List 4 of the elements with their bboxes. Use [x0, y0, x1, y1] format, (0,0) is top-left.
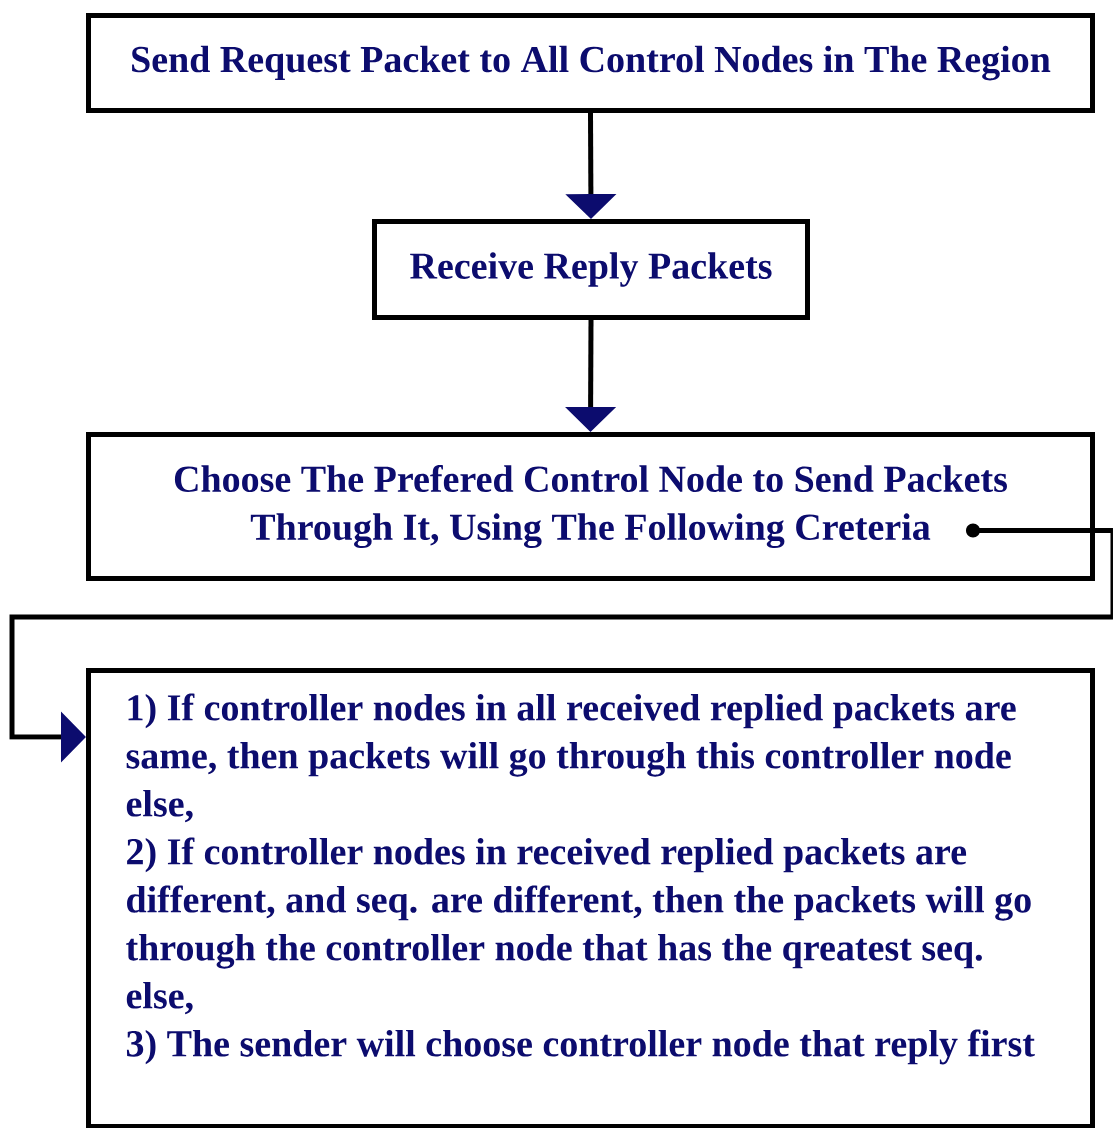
process-box: Receive Reply Packets [372, 219, 810, 320]
process-box: Send Request Packet to All Control Nodes in The Region [86, 13, 1095, 113]
process-box: Choose The Prefered Control Node to Send Packets Through It, Using The Following Creteria [86, 432, 1095, 581]
process-box: 1) If controller nodes in all received replied packets are same, then packets will go through this controller node else, 2) If controller nodes in received replied packets are different, and seq. are different, then the packets will go through the controller node that has the qreatest seq. else, 3) The sender will choose controller node that reply first [86, 668, 1095, 1128]
